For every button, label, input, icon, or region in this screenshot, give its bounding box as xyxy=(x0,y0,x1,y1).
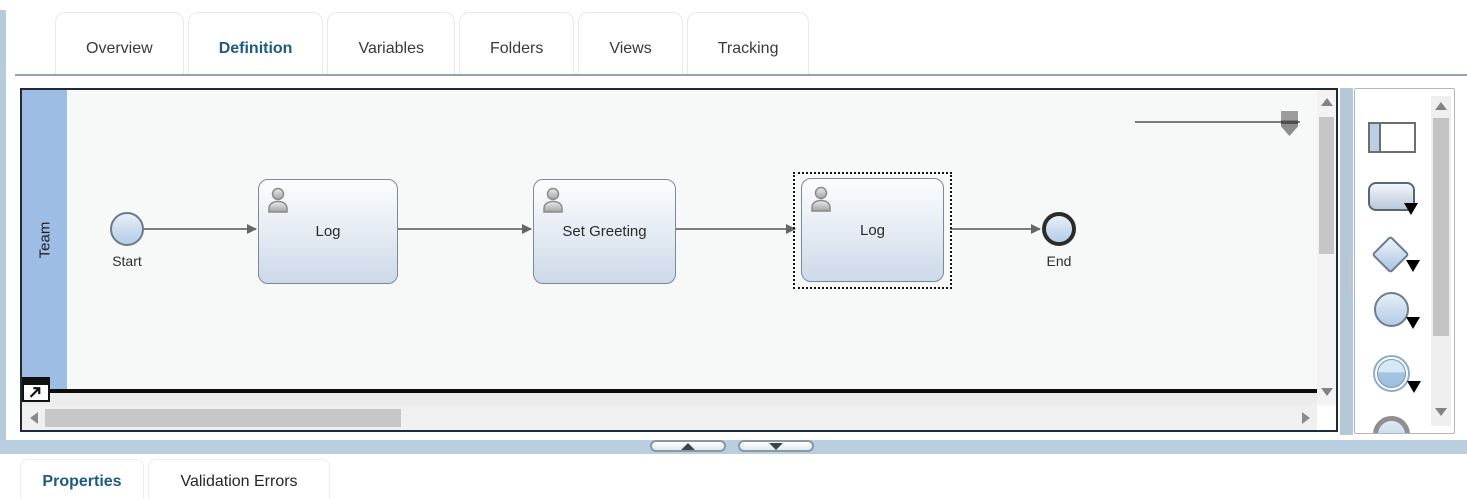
gateway-tool-icon[interactable] xyxy=(1371,235,1410,274)
start-event-node[interactable] xyxy=(110,212,144,246)
scroll-up-icon[interactable] xyxy=(1321,98,1333,106)
tab-views[interactable]: Views xyxy=(578,12,683,74)
sequence-flow-log-to-end[interactable] xyxy=(950,224,1041,234)
arrowhead-icon xyxy=(1031,224,1041,234)
tab-properties[interactable]: Properties xyxy=(20,459,144,499)
selection-marquee xyxy=(793,172,952,289)
swimlane-bottom-border[interactable] xyxy=(22,389,1317,393)
task-label: Log xyxy=(859,221,886,239)
tab-bar: Overview Definition Variables Folders Vi… xyxy=(55,12,810,74)
user-icon xyxy=(268,187,288,213)
canvas-vertical-scrollbar[interactable] xyxy=(1317,90,1336,404)
sequence-flow-setgreeting-to-log[interactable] xyxy=(676,224,796,234)
arrowhead-icon xyxy=(786,224,796,234)
sequence-flow-start-to-log[interactable] xyxy=(144,224,257,234)
start-event-label: Start xyxy=(112,253,142,269)
bottom-pane-splitter[interactable] xyxy=(0,440,1467,454)
gateway-dropdown-icon[interactable] xyxy=(1406,260,1420,272)
intermediate-event-inner xyxy=(1377,359,1406,388)
tab-divider xyxy=(15,74,1467,76)
task-log-2-selected[interactable]: Log xyxy=(801,178,944,282)
lane-resize-bar xyxy=(24,379,48,385)
user-icon xyxy=(543,187,563,213)
lane-resize-handle[interactable] xyxy=(22,377,50,402)
scrollbar-corner xyxy=(1317,406,1336,430)
collapse-up-icon xyxy=(681,442,695,450)
tab-validation-errors[interactable]: Validation Errors xyxy=(148,459,330,499)
splitter-grip xyxy=(1346,253,1347,293)
intermediate-event-tool-icon[interactable] xyxy=(1373,355,1410,392)
tab-tracking[interactable]: Tracking xyxy=(686,12,810,74)
arrowhead-icon xyxy=(247,224,257,234)
user-icon xyxy=(811,186,831,212)
intermediate-event-dropdown-icon[interactable] xyxy=(1407,381,1421,393)
sequence-flow-log-to-setgreeting[interactable] xyxy=(398,224,532,234)
window-edge-strip xyxy=(0,10,6,499)
arrowhead-icon xyxy=(522,224,532,234)
scroll-down-icon[interactable] xyxy=(1321,388,1333,396)
zoom-slider-handle[interactable] xyxy=(1281,111,1298,136)
swimlane-team-header[interactable]: Team xyxy=(22,90,67,389)
end-event-tool-icon[interactable] xyxy=(1373,416,1410,433)
palette-scroll-up-icon[interactable] xyxy=(1435,102,1447,110)
collapse-down-icon xyxy=(769,442,783,450)
palette-scrollbar[interactable] xyxy=(1431,96,1451,426)
swimlane-label: Team xyxy=(36,221,53,258)
scroll-right-icon[interactable] xyxy=(1302,412,1310,424)
task-log-1[interactable]: Log xyxy=(258,179,398,284)
activity-dropdown-icon[interactable] xyxy=(1404,203,1418,215)
task-set-greeting[interactable]: Set Greeting xyxy=(533,179,676,284)
palette-scroll-down-icon[interactable] xyxy=(1435,408,1447,416)
lane-tool-icon[interactable] xyxy=(1368,122,1416,153)
end-event-node[interactable] xyxy=(1042,212,1076,246)
zoom-slider-track[interactable] xyxy=(1135,121,1300,123)
properties-panel: Properties Validation Errors xyxy=(0,454,1467,499)
diagram-canvas[interactable]: Team Start Log xyxy=(20,88,1338,432)
task-label: Log xyxy=(315,223,341,240)
lane-tool-strip xyxy=(1370,124,1381,151)
canvas-horizontal-scrollbar[interactable] xyxy=(22,406,1317,430)
end-event-label: End xyxy=(1046,253,1072,269)
scroll-left-icon[interactable] xyxy=(30,412,38,424)
expand-pane-button[interactable] xyxy=(650,440,726,452)
tab-folders[interactable]: Folders xyxy=(458,12,575,74)
tab-variables[interactable]: Variables xyxy=(327,12,455,74)
collapse-pane-button[interactable] xyxy=(738,440,814,452)
palette-splitter[interactable] xyxy=(1340,88,1353,435)
start-event-tool-icon[interactable] xyxy=(1374,292,1409,327)
horizontal-scroll-thumb[interactable] xyxy=(45,409,401,427)
canvas-margin xyxy=(22,393,1317,406)
tab-overview[interactable]: Overview xyxy=(55,12,184,74)
expand-arrow-icon xyxy=(29,387,41,398)
shape-palette xyxy=(1354,88,1455,434)
event-dropdown-icon[interactable] xyxy=(1406,317,1420,329)
palette-scroll-thumb[interactable] xyxy=(1433,118,1449,336)
task-label: Set Greeting xyxy=(562,223,647,240)
tab-definition[interactable]: Definition xyxy=(187,12,324,74)
vertical-scroll-thumb[interactable] xyxy=(1319,117,1334,254)
